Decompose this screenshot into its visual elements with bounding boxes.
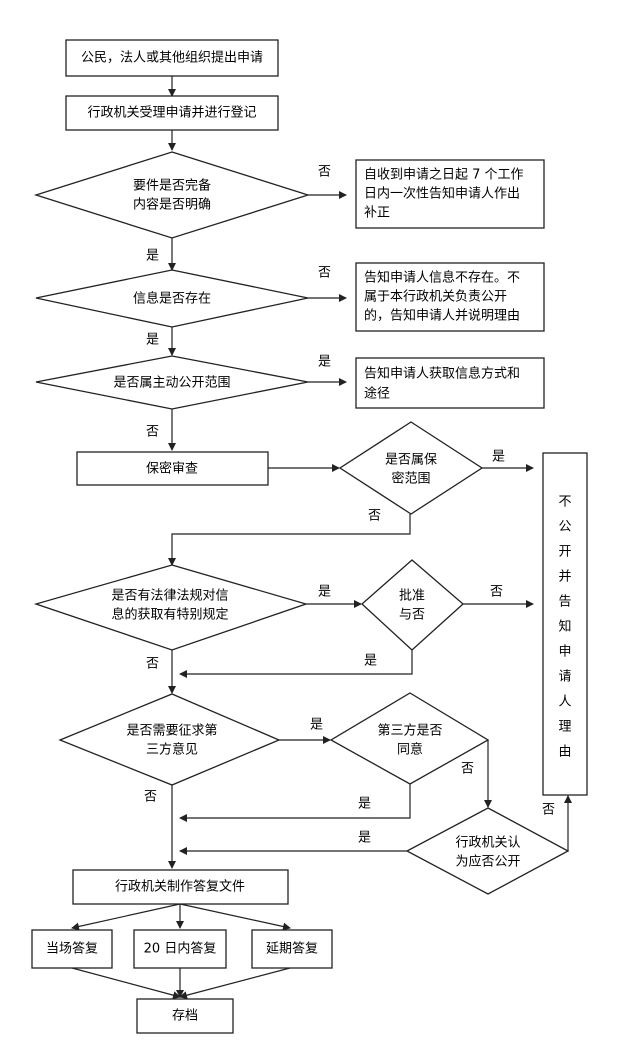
label-no-agency: 否 [542,803,555,818]
not-public-char-3: 开 [558,545,571,560]
edge-extended-archive [179,967,291,1000]
notify-correction-line-2: 日内一次性告知申请人作出 [364,186,520,202]
complete-line-2: 内容是否明确 [133,197,211,213]
node-reply-onsite-text: 当场答复 [46,941,98,957]
edge-reply-extended [179,903,291,931]
not-public-char-5: 告 [558,595,571,610]
label-no-exists: 否 [318,266,331,281]
not-public-char-7: 申 [558,645,571,660]
label-no-special: 否 [146,657,159,672]
node-reply-extended-text: 延期答复 [266,941,318,957]
notify-method-line-2: 途径 [364,386,390,402]
node-archive: 存档 [136,998,234,1034]
node-third-party-agree: 第三方是否 同意 [329,692,490,785]
edges [71,76,572,1000]
not-public-char-10: 理 [558,720,571,735]
edge-onsite-archive [71,967,181,1000]
node-secrecy-review-text: 保密审查 [146,461,198,477]
label-yes-exists: 是 [146,333,159,348]
not-public-char-4: 并 [558,570,571,585]
not-public-char-11: 由 [558,745,571,760]
node-secret-scope: 是否属保 密范围 [338,421,484,515]
node-agency-decides: 行政机关认 为应否公开 [405,807,570,895]
secret-scope-line-1: 是否属保 [385,453,437,468]
label-yes-third: 是 [310,718,323,733]
special-rules-line-2: 息的获取有特别规定 [111,607,228,623]
node-reply-20days: 20 日内答复 [133,929,227,969]
node-accept: 行政机关受理申请并进行登记 [65,95,279,131]
secret-scope-line-2: 密范围 [391,471,430,487]
label-yes-active: 是 [318,355,331,370]
label-yes-secret: 是 [492,450,505,465]
node-notify-method: 告知申请人获取信息方式和 途径 [355,357,545,409]
complete-line-1: 要件是否完备 [133,178,211,194]
notify-not-exist-line-3: 的，告知申请人并说明理由 [364,308,520,324]
third-party-agree-line-1: 第三方是否 [377,723,442,739]
node-notify-correction: 自收到申请之日起 7 个工作 日内一次性告知申请人作出 补正 [355,159,545,229]
edge-third-agree-yes [179,782,411,822]
third-party-needed-line-2: 三方意见 [146,742,198,758]
label-yes-special: 是 [318,585,331,600]
node-make-reply: 行政机关制作答复文件 [72,869,289,905]
label-yes-approve: 是 [364,654,377,669]
edge-reply-onsite [71,903,181,931]
node-special-rules: 是否有法律法规对信 息的获取有特别规定 [33,564,309,651]
approve-line-2: 与否 [399,608,425,623]
label-yes-complete: 是 [146,249,159,264]
edge-labels: 否 是 否 是 是 否 是 否 是 否 是 否 是 否 否 是 是 否 [144,165,555,846]
label-no-secret: 否 [368,509,381,524]
not-public-char-1: 不 [558,495,571,510]
notify-correction-line-3: 补正 [364,206,390,221]
label-no-third: 否 [144,790,157,805]
node-approve: 批准 与否 [361,559,464,651]
node-reply-extended: 延期答复 [251,929,333,969]
node-exists-text: 信息是否存在 [133,291,211,307]
not-public-char-8: 请 [558,670,571,685]
notify-not-exist-line-1: 告知申请人信息不存在。不 [364,270,520,286]
node-apply-text: 公民，法人或其他组织提出申请 [81,50,263,66]
node-exists: 信息是否存在 [35,269,309,328]
node-not-public: 不 公 开 并 告 知 申 请 人 理 由 [542,452,588,796]
agency-decides-line-2: 为应否公开 [455,854,520,870]
label-no-third-agree: 否 [461,762,474,777]
node-secrecy-review: 保密审查 [76,451,269,486]
third-party-needed-line-1: 是否需要征求第 [126,724,217,739]
not-public-char-2: 公 [558,520,571,535]
approve-line-1: 批准 [399,589,425,604]
edge-approve-yes [179,650,413,678]
node-make-reply-text: 行政机关制作答复文件 [115,879,245,895]
node-accept-text: 行政机关受理申请并进行登记 [87,106,256,121]
notify-method-line-1: 告知申请人获取信息方式和 [364,366,520,382]
label-yes-third-agree: 是 [358,797,371,812]
node-notify-not-exist: 告知申请人信息不存在。不 属于本行政机关负责公开 的，告知申请人并说明理由 [355,262,545,332]
label-no-active: 否 [146,425,159,440]
label-no-complete: 否 [318,165,331,180]
node-reply-onsite: 当场答复 [31,929,113,969]
not-public-char-9: 人 [558,695,571,710]
label-no-approve: 否 [490,585,503,600]
edge-secret-no [168,514,411,566]
third-party-agree-line-2: 同意 [397,742,423,758]
not-public-char-6: 知 [558,619,571,635]
node-third-party-needed: 是否需要征求第 三方意见 [58,693,281,786]
node-active-scope-text: 是否属主动公开范围 [113,376,230,391]
special-rules-line-1: 是否有法律法规对信 [111,589,228,604]
notify-correction-line-1: 自收到申请之日起 7 个工作 [364,168,524,183]
node-apply: 公民，法人或其他组织提出申请 [65,39,279,77]
node-active-scope: 是否属主动公开范围 [35,355,309,410]
label-yes-agency: 是 [358,831,371,846]
agency-decides-line-1: 行政机关认 [455,836,520,851]
node-complete: 要件是否完备 内容是否明确 [33,151,311,239]
node-archive-text: 存档 [172,1009,198,1024]
node-reply-20days-text: 20 日内答复 [144,941,217,957]
notify-not-exist-line-2: 属于本行政机关负责公开 [364,290,507,305]
